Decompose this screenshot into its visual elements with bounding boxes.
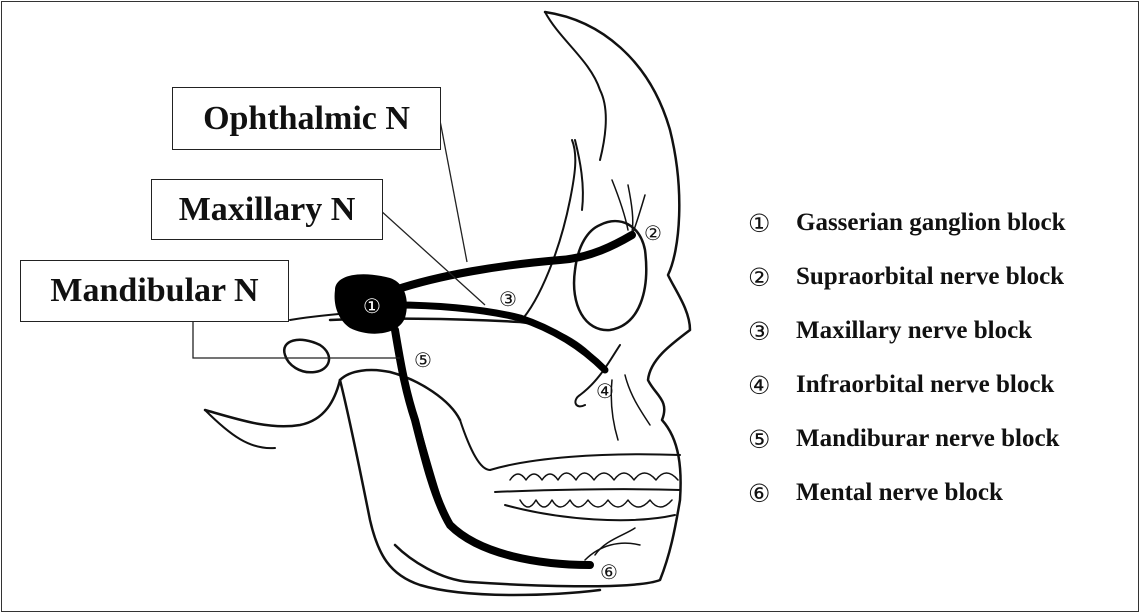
legend-number: ⑥ xyxy=(748,479,796,508)
legend-number: ③ xyxy=(748,317,796,346)
legend-item: ④ Infraorbital nerve block xyxy=(748,358,1066,412)
maxillary-nerve-label: Maxillary N xyxy=(151,179,383,240)
legend-number: ⑤ xyxy=(748,425,796,454)
legend-item: ⑤ Mandiburar nerve block xyxy=(748,412,1066,466)
mandibular-nerve-label: Mandibular N xyxy=(20,260,289,322)
ophthalmic-nerve xyxy=(395,235,632,290)
maxillary-label-text: Maxillary N xyxy=(179,191,356,229)
marker-5: ⑤ xyxy=(410,350,436,370)
marker-3: ③ xyxy=(495,289,521,309)
legend-text: Supraorbital nerve block xyxy=(796,263,1064,291)
legend-number: ② xyxy=(748,263,796,292)
legend-text: Infraorbital nerve block xyxy=(796,371,1054,399)
leader-ophthalmic xyxy=(438,110,467,262)
legend-item: ① Gasserian ganglion block xyxy=(748,196,1066,250)
legend-number: ④ xyxy=(748,371,796,400)
legend-text: Maxillary nerve block xyxy=(796,317,1032,345)
legend-text: Mental nerve block xyxy=(796,479,1003,507)
marker-6: ⑥ xyxy=(596,562,622,582)
legend-item: ⑥ Mental nerve block xyxy=(748,466,1066,520)
legend-text: Gasserian ganglion block xyxy=(796,209,1066,237)
legend-item: ③ Maxillary nerve block xyxy=(748,304,1066,358)
mandibular-label-text: Mandibular N xyxy=(50,272,258,310)
marker-4: ④ xyxy=(592,381,618,401)
orbit-outline xyxy=(574,221,646,330)
ophthalmic-label-text: Ophthalmic N xyxy=(203,100,410,138)
marker-1: ① xyxy=(359,296,385,316)
legend-text: Mandiburar nerve block xyxy=(796,425,1059,453)
legend-number: ① xyxy=(748,209,796,238)
marker-2: ② xyxy=(640,223,666,243)
legend-item: ② Supraorbital nerve block xyxy=(748,250,1066,304)
block-legend: ① Gasserian ganglion block ② Supraorbita… xyxy=(748,196,1066,520)
ophthalmic-nerve-label: Ophthalmic N xyxy=(172,87,441,150)
